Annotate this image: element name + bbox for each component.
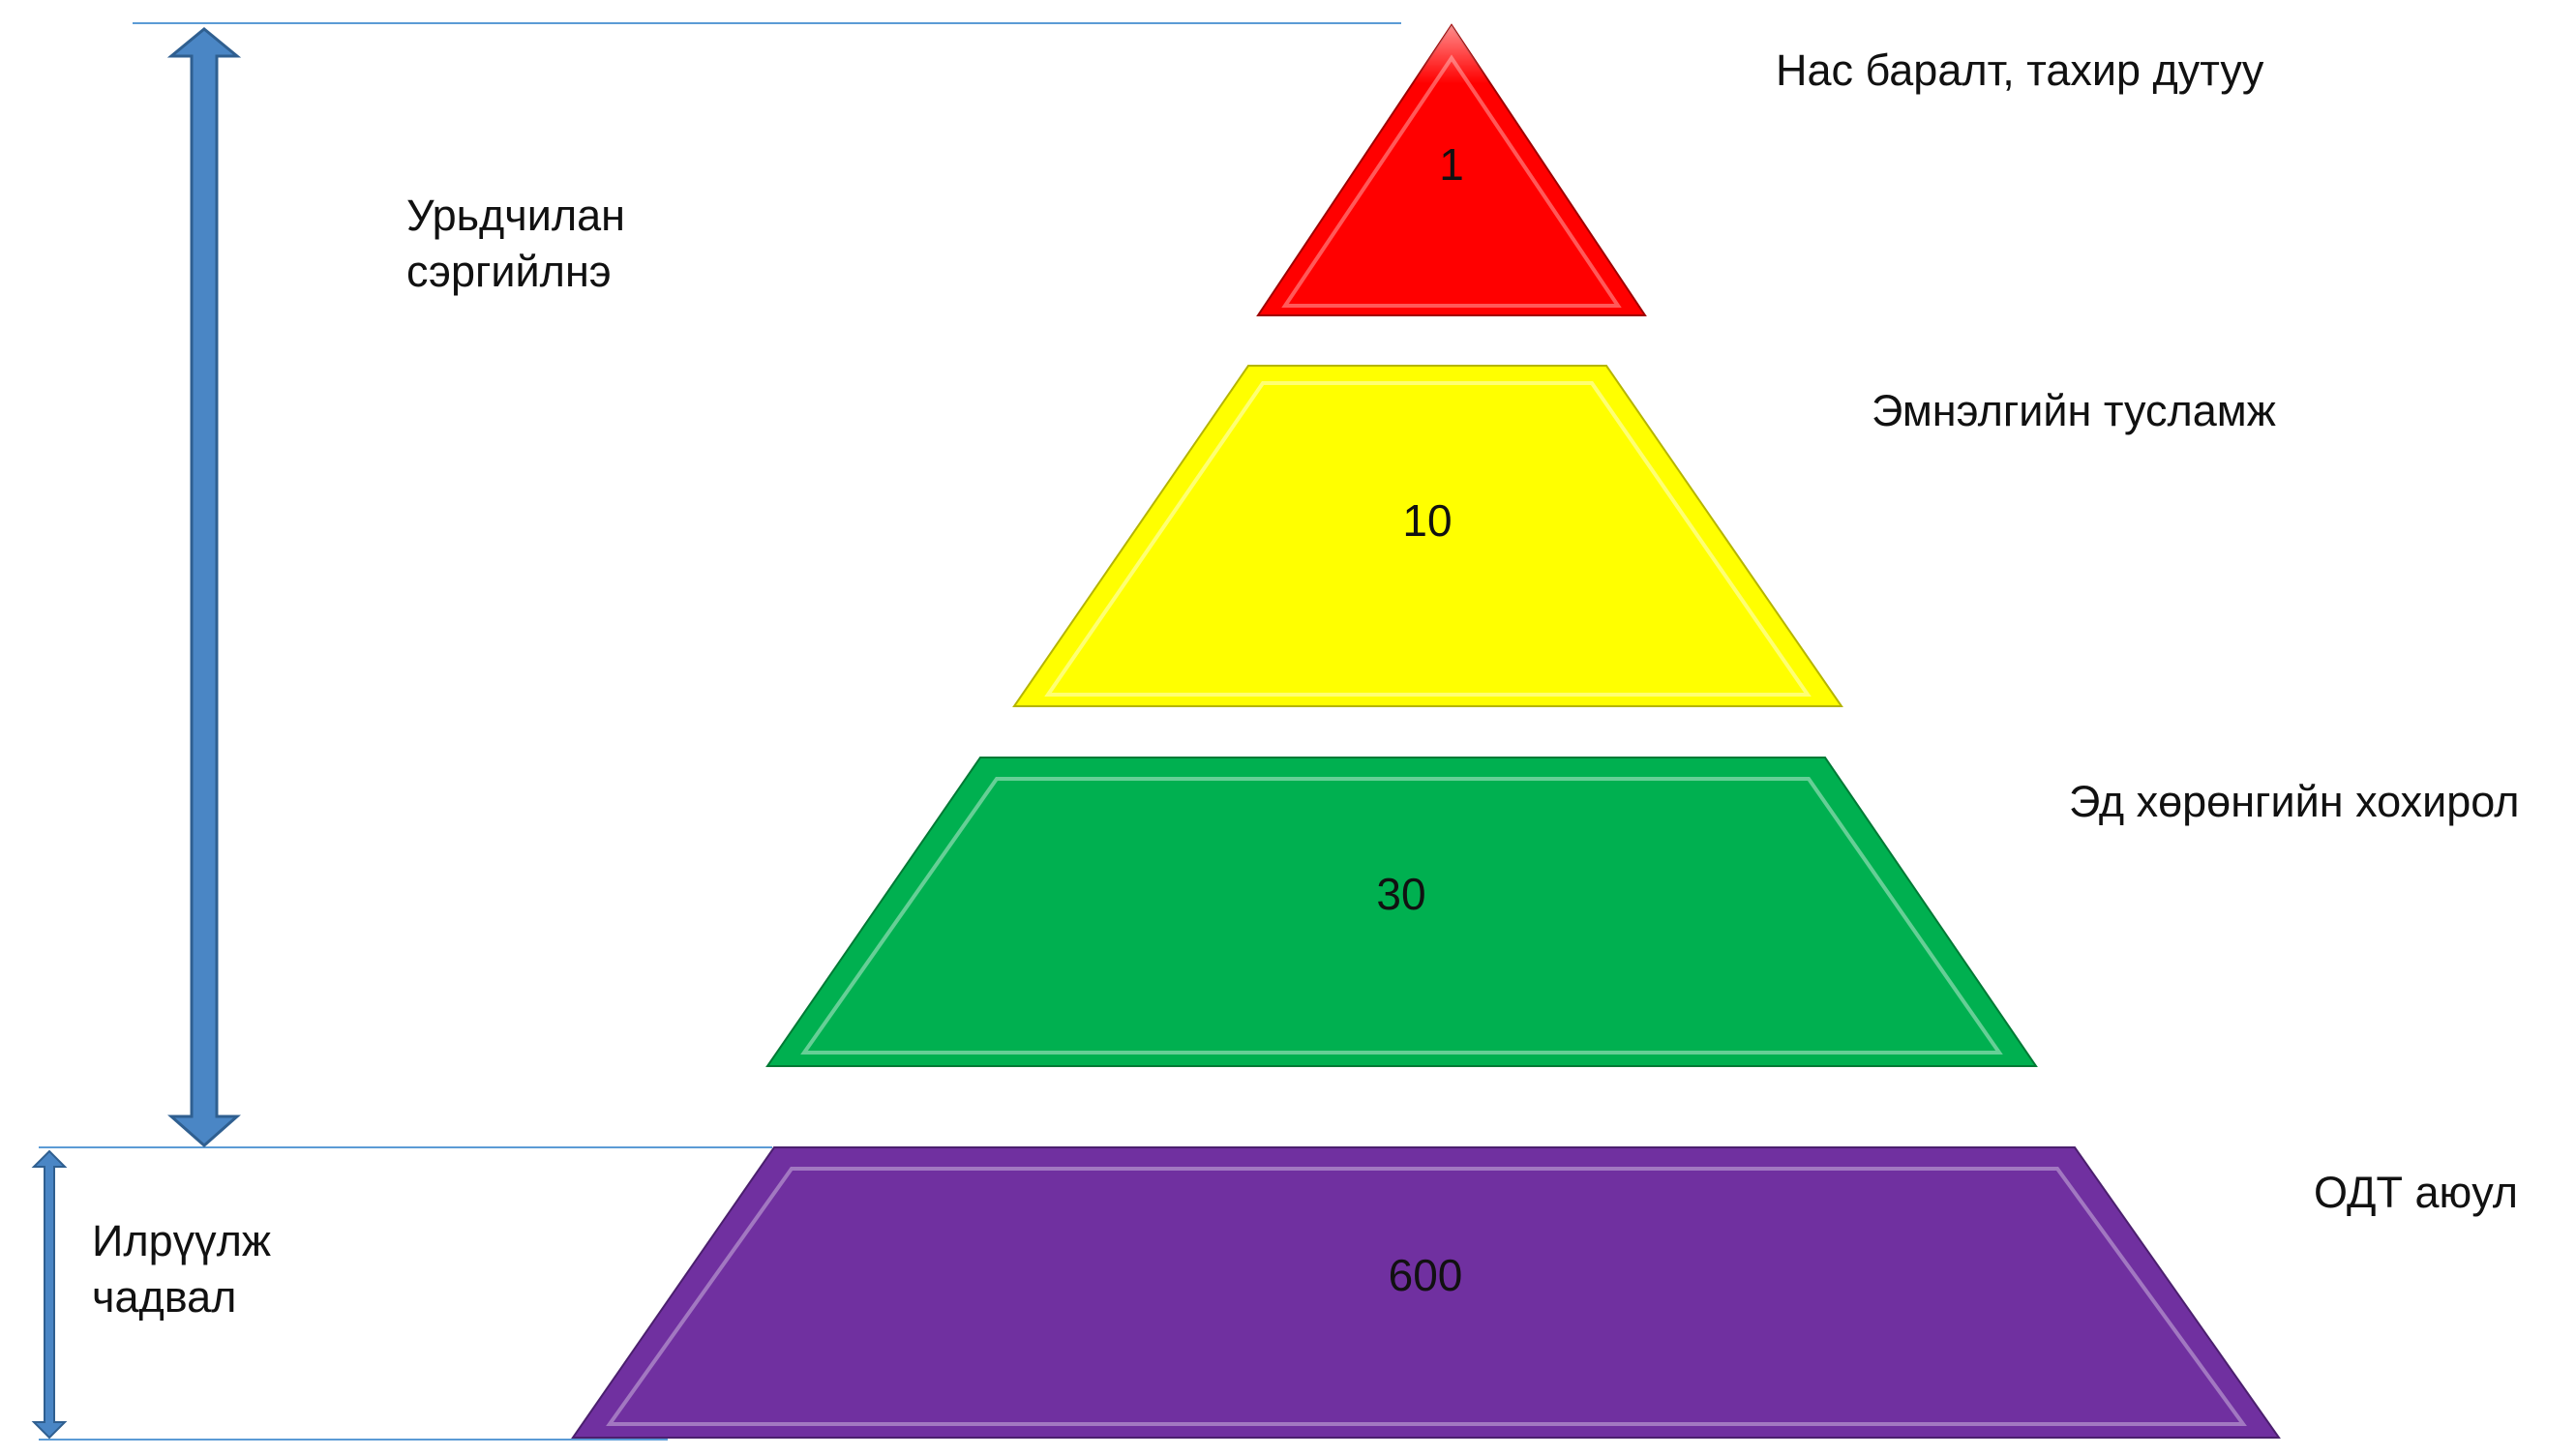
prevention-range-arrow-icon	[166, 27, 242, 1148]
tier-label-medical-aid: Эмнэлгийн тусламж	[1872, 386, 2276, 435]
prevent-label-line2: сэргийлнэ	[406, 247, 612, 296]
pyramid-tier-10	[1012, 365, 1843, 707]
pyramid-tier-1	[1256, 23, 1647, 316]
tier-value-1: 1	[1439, 139, 1464, 190]
tier-label-hazard: ОДТ аюул	[2314, 1168, 2518, 1217]
tier-label-fatality: Нас баралт, тахир дутуу	[1776, 45, 2264, 95]
detection-range-arrow-icon	[31, 1149, 68, 1440]
pyramid-tier-30	[765, 757, 2038, 1067]
tier-value-10: 10	[1402, 495, 1452, 546]
prevent-label-line1: Урьдчилан	[406, 191, 625, 240]
detect-label-line2: чадвал	[92, 1272, 236, 1322]
detect-label-line1: Илрүүлж	[92, 1216, 271, 1265]
tier-value-30: 30	[1376, 869, 1425, 919]
pyramid-tier-600	[571, 1146, 2281, 1439]
tier-value-600: 600	[1389, 1250, 1463, 1300]
tier-label-property-damage: Эд хөрөнгийн хохирол	[2069, 777, 2520, 826]
